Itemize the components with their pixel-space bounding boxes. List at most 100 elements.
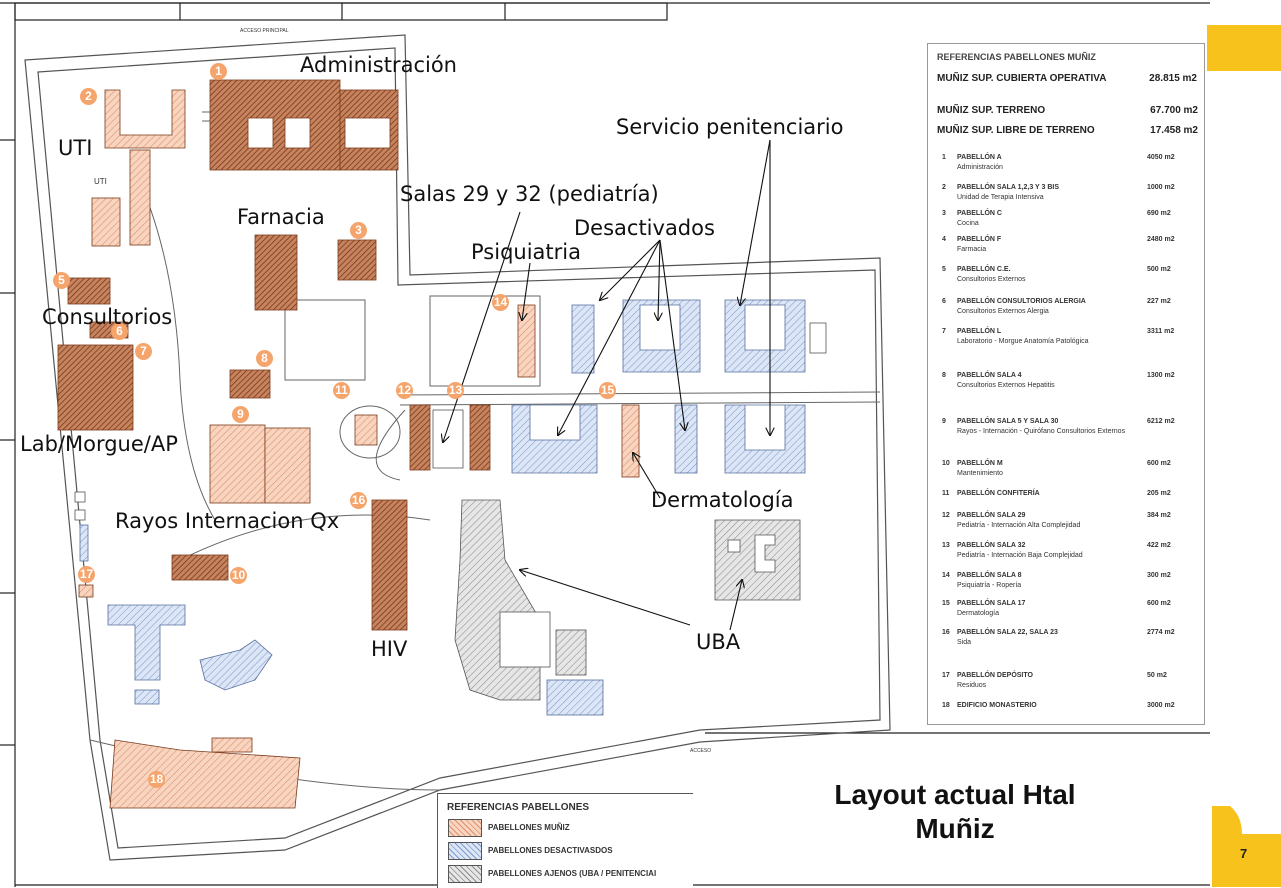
summary-terreno: MUÑIZ SUP. TERRENO 67.700 m2 (937, 105, 1202, 116)
map-marker-1: 1 (210, 63, 227, 80)
reference-row-name: PABELLÓN A (957, 154, 1002, 161)
slide-title-line2: Muñiz (915, 813, 995, 844)
reference-row-number: 13 (942, 542, 950, 549)
reference-row-area: 500 m2 (1147, 266, 1171, 273)
reference-row-description: Consultorios Externos Alergia (957, 308, 1049, 315)
summary-label: MUÑIZ SUP. LIBRE DE TERRENO (937, 125, 1095, 136)
label-psiquiatria: Psiquiatria (471, 240, 581, 264)
reference-row-number: 10 (942, 460, 950, 467)
reference-row-area: 1000 m2 (1147, 184, 1175, 191)
reference-row-description: Rayos - Internación - Quirófano Consulto… (957, 428, 1126, 435)
reference-row-area: 3311 m2 (1147, 328, 1175, 335)
summary-libre: MUÑIZ SUP. LIBRE DE TERRENO 17.458 m2 (937, 125, 1202, 136)
reference-row-name: PABELLÓN CONSULTORIOS ALERGIA (957, 298, 1086, 305)
map-marker-17: 17 (78, 566, 95, 583)
reference-row-name: PABELLÓN C.E. (957, 266, 1011, 273)
summary-label: MUÑIZ SUP. CUBIERTA OPERATIVA (937, 73, 1107, 84)
map-marker-3: 3 (350, 222, 367, 239)
reference-row-description: Psiquiatría - Ropería (957, 582, 1022, 589)
reference-row-name: PABELLÓN SALA 32 (957, 542, 1026, 549)
reference-row-number: 5 (942, 266, 946, 273)
reference-row-area: 1300 m2 (1147, 372, 1175, 379)
reference-row-number: 11 (942, 490, 950, 497)
reference-row-name: PABELLÓN SALA 4 (957, 372, 1022, 379)
map-marker-6: 6 (111, 323, 128, 340)
map-marker-8: 8 (256, 350, 273, 367)
reference-row-name: PABELLÓN SALA 22, SALA 23 (957, 629, 1058, 636)
legend-item-muniz: PABELLONES MUÑIZ (448, 819, 693, 837)
label-administracion: Administración (300, 53, 457, 77)
reference-row-number: 1 (942, 154, 946, 161)
reference-row-number: 3 (942, 210, 946, 217)
map-marker-18: 18 (148, 771, 165, 788)
uti-small-label: UTI (94, 177, 107, 186)
reference-row-description: Cocina (957, 220, 979, 227)
label-salas-pediatria: Salas 29 y 32 (pediatría) (400, 182, 659, 206)
legend-label: PABELLONES AJENOS (UBA / PENITENCIAI (488, 869, 657, 878)
annotation-arrows (443, 139, 770, 631)
reference-row-description: Pediatría - Internación Alta Complejidad (957, 522, 1081, 529)
slide-title: Layout actual Htal Muñiz (800, 778, 1110, 846)
reference-row-number: 9 (942, 418, 946, 425)
reference-row-area: 300 m2 (1147, 572, 1171, 579)
reference-row-area: 205 m2 (1147, 490, 1171, 497)
reference-row-area: 2774 m2 (1147, 629, 1175, 636)
legend-label: PABELLONES DESACTIVASDOS (488, 846, 613, 855)
reference-row-name: PABELLÓN SALA 1,2,3 Y 3 BIS (957, 184, 1060, 191)
reference-row-area: 227 m2 (1147, 298, 1171, 305)
reference-row-area: 690 m2 (1147, 210, 1171, 217)
legend-swatch (448, 865, 482, 883)
reference-row-number: 8 (942, 372, 946, 379)
reference-row-description: Administración (957, 164, 1003, 171)
reference-row-name: PABELLÓN L (957, 328, 1002, 335)
reference-row-area: 50 m2 (1147, 672, 1167, 679)
summary-value: 67.700 m2 (1150, 105, 1198, 116)
deactivated-pavilions (79, 299, 806, 716)
label-farnacia: Farnacia (237, 205, 325, 229)
reference-row-number: 6 (942, 298, 946, 305)
reference-table: REFERENCIAS PABELLONES MUÑIZ MUÑIZ SUP. … (927, 43, 1205, 725)
legend-swatch (448, 819, 482, 837)
reference-row-number: 12 (942, 512, 950, 519)
reference-row-description: Sida (957, 639, 972, 646)
map-marker-7: 7 (135, 343, 152, 360)
summary-value: 28.815 m2 (1149, 73, 1197, 84)
reference-row-area: 384 m2 (1147, 512, 1171, 519)
reference-row-description: Unidad de Terapia Intensiva (957, 194, 1044, 201)
reference-row-name: PABELLÓN F (957, 236, 1002, 243)
map-marker-11: 11 (333, 382, 350, 399)
label-uba: UBA (696, 630, 741, 654)
reference-row-area: 3000 m2 (1147, 702, 1175, 709)
legend-title: REFERENCIAS PABELLONES (447, 802, 590, 813)
acceso-label: ACCESO (690, 748, 712, 754)
external-pavilions (454, 499, 801, 701)
reference-row-description: Consultorios Externos Hepatitis (957, 382, 1055, 389)
reference-row-number: 16 (942, 629, 950, 636)
reference-row-number: 14 (942, 572, 950, 579)
reference-row-area: 6212 m2 (1147, 418, 1175, 425)
reference-row-number: 15 (942, 600, 950, 607)
summary-cubierta: MUÑIZ SUP. CUBIERTA OPERATIVA 28.815 m2 (937, 73, 1197, 84)
reference-row-number: 4 (942, 236, 946, 243)
reference-row-area: 422 m2 (1147, 542, 1171, 549)
label-uti: UTI (58, 136, 93, 160)
slide-title-line1: Layout actual Htal (834, 779, 1076, 810)
legend-item-ajenos: PABELLONES AJENOS (UBA / PENITENCIAI (448, 865, 693, 883)
label-rayos: Rayos Internacion Qx (115, 509, 340, 533)
label-dermatologia: Dermatología (651, 488, 794, 512)
map-marker-13: 13 (447, 382, 464, 399)
reference-row-name: PABELLÓN CONFITERÍA (957, 490, 1040, 497)
reference-row-name: PABELLÓN SALA 5 Y SALA 30 (957, 418, 1059, 425)
reference-row-name: PABELLÓN SALA 8 (957, 572, 1022, 579)
reference-row-number: 7 (942, 328, 946, 335)
map-marker-2: 2 (80, 88, 97, 105)
reference-row-number: 2 (942, 184, 946, 191)
reference-row-name: PABELLÓN SALA 17 (957, 600, 1026, 607)
reference-row-name: PABELLÓN M (957, 460, 1003, 467)
reference-row-area: 2480 m2 (1147, 236, 1175, 243)
reference-row-description: Dermatología (957, 610, 1000, 617)
legend: REFERENCIAS PABELLONES PABELLONES MUÑIZ … (437, 793, 693, 888)
reference-row-number: 17 (942, 672, 950, 679)
